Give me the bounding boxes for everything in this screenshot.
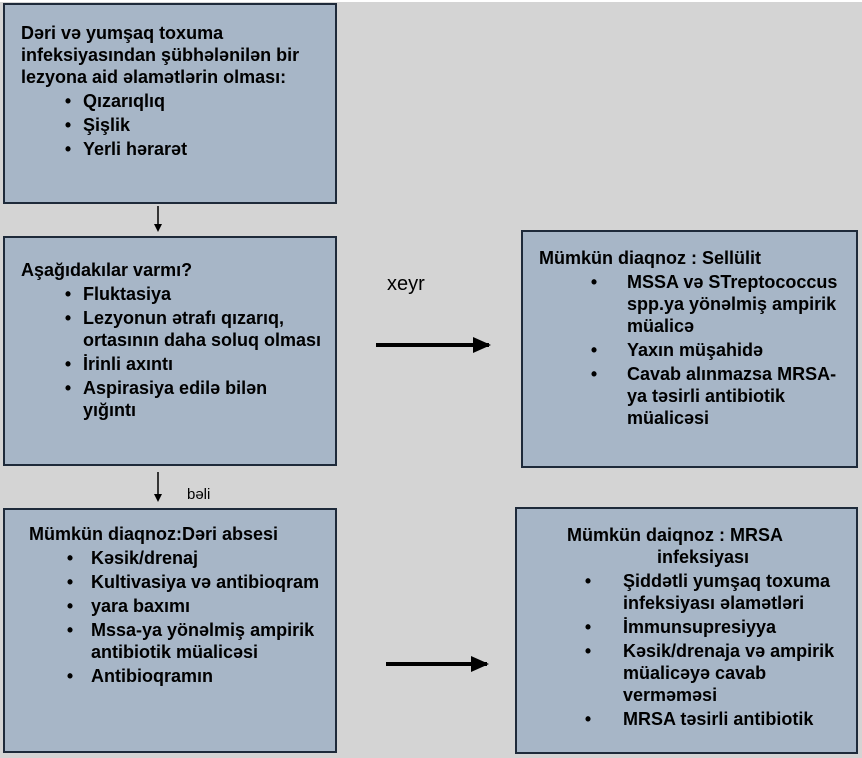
list-item-text: İrinli axıntı [83,354,174,374]
list-item: • Kəsik/drenaj [29,547,325,569]
bullet-icon: • [64,139,72,159]
list-item-text: Kultivasiya və antibioqram [91,572,320,592]
bullet-list: • Kəsik/drenaj • Kultivasiya və antibioqra… [29,547,325,687]
bullet-icon: • [66,666,74,686]
box-title: Mümkün diaqnoz:Dəri absesi [29,524,279,544]
top-strip [0,0,862,2]
list-item: • Qızarıqlıq [21,90,323,112]
bullet-icon: • [64,308,72,328]
list-item-text: Lezyonun ətrafı qızarıq, ortasının daha … [83,308,322,350]
list-item: • MSSA və STreptococcus spp.ya yönəlmiş a… [539,271,846,337]
bullet-icon: • [64,284,72,304]
bullet-icon: • [64,115,72,135]
list-item-text: Şişlik [83,115,131,135]
list-item-text: Antibioqramın [91,666,213,686]
list-item-text: yara baxımı [91,596,191,616]
bullet-icon: • [590,340,598,360]
list-item-text: Yaxın müşahidə [627,340,764,360]
list-item: • Yerli hərarət [21,138,323,160]
bullet-icon: • [66,620,74,640]
list-item-text: Qızarıqlıq [83,91,166,111]
box-title: Mümkün daiqnoz : MRSA [567,525,783,545]
bullet-icon: • [64,378,72,398]
list-item: • yara baxımı [29,595,325,617]
list-item: • Şişlik [21,114,323,136]
list-item: • Aspirasiya edilə bilən yığıntı [21,377,323,421]
list-item: • Kəsik/drenaja və ampirik müalicəyə cava… [537,640,846,706]
list-item: • İmmunsupresiyya [537,616,846,638]
list-item-text: İmmunsupresiyya [623,617,777,637]
list-item: • Şiddətli yumşaq toxuma infeksiyası əlam… [537,570,846,614]
list-item: • Cavab alınmazsa MRSA-ya təsirli antibio… [539,363,846,429]
bullet-icon: • [64,354,72,374]
bullet-icon: • [64,91,72,111]
bullet-icon: • [590,364,598,384]
bullet-list: • Şiddətli yumşaq toxuma infeksiyası əlam… [537,570,846,730]
list-item-text: Mssa-ya yönəlmiş ampirik antibiotik müal… [91,620,315,662]
list-item-text: MRSA təsirli antibiotik [623,709,814,729]
list-item-text: Fluktasiya [83,284,172,304]
box-question: Aşağıdakılar varmı? • Fluktasiya • Lezyonu… [3,236,337,466]
list-item-text: Şiddətli yumşaq toxuma infeksiyası əlamə… [623,571,831,613]
list-item: • Lezyonun ətrafı qızarıq, ortasının daha… [21,307,323,351]
bullet-icon: • [584,709,592,729]
bullet-list: • MSSA və STreptococcus spp.ya yönəlmiş a… [539,271,846,429]
list-item-text: Cavab alınmazsa MRSA-ya təsirli antibiot… [627,364,837,428]
box-lesion-signs: Dəri və yumşaq toxuma infeksiyasından şü… [3,3,337,204]
bullet-list: • Fluktasiya • Lezyonun ətrafı qızarıq, or… [21,283,323,421]
bullet-icon: • [584,641,592,661]
bullet-icon: • [66,596,74,616]
list-item-text: Yerli hərarət [83,139,188,159]
bullet-icon: • [590,272,598,292]
bullet-icon: • [66,572,74,592]
list-item-text: Kəsik/drenaja və ampirik müalicəyə cavab… [623,641,835,705]
box-title: Mümkün diaqnoz : Sellülit [539,248,761,268]
label-yes: bəli [187,486,211,503]
list-item-text: Kəsik/drenaj [91,548,199,568]
list-item: • MRSA təsirli antibiotik [537,708,846,730]
list-item: • Mssa-ya yönəlmiş ampirik antibiotik müa… [29,619,325,663]
bullet-icon: • [584,617,592,637]
label-no: xeyr [387,273,425,295]
list-item-text: MSSA və STreptococcus spp.ya yönəlmiş am… [627,272,838,336]
list-item: • İrinli axıntı [21,353,323,375]
bullet-icon: • [66,548,74,568]
box-mrsa-diagnosis: Mümkün daiqnoz : MRSA infeksiyası • Şiddə… [515,507,858,754]
box-title: Dəri və yumşaq toxuma infeksiyasından şü… [21,23,300,87]
list-item: • Kultivasiya və antibioqram [29,571,325,593]
box-title-line2: infeksiyası [657,547,750,567]
list-item: • Fluktasiya [21,283,323,305]
list-item-text: Aspirasiya edilə bilən yığıntı [83,378,268,420]
list-item: • Antibioqramın [29,665,325,687]
bullet-list: • Qızarıqlıq • Şişlik • Yerli hərarət [21,90,323,160]
box-cellulitis-diagnosis: Mümkün diaqnoz : Sellülit • MSSA və STrep… [521,230,858,468]
box-title: Aşağıdakılar varmı? [21,260,193,280]
box-abscess-diagnosis: Mümkün diaqnoz:Dəri absesi • Kəsik/drenaj… [3,508,337,753]
list-item: • Yaxın müşahidə [539,339,846,361]
bullet-icon: • [584,571,592,591]
